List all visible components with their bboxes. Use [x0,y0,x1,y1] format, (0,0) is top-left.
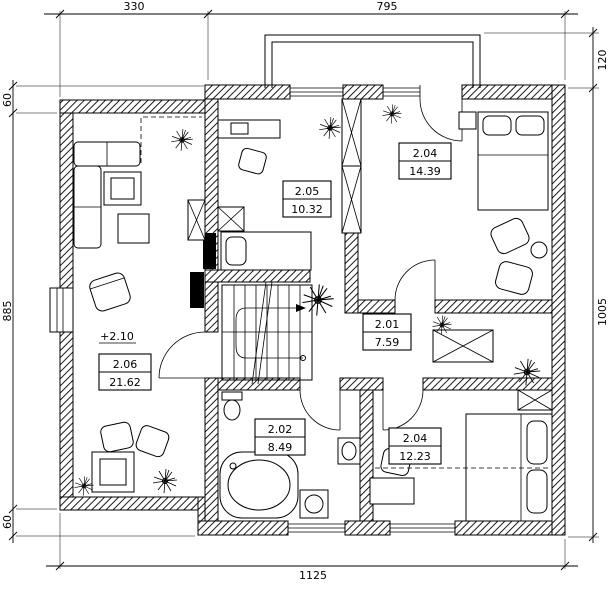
dim-left-main: 885 [1,301,14,322]
room-number: 2.06 [113,358,138,371]
dimension-left: 60 885 60 [1,80,18,543]
room-area: 8.49 [268,441,293,454]
room-area: 21.62 [109,376,141,389]
chair-living-2 [135,425,170,458]
room-number: 2.04 [403,432,428,445]
desk-lower [369,477,415,505]
sink [337,437,361,465]
armchair [89,272,131,312]
extension-lines [16,11,599,569]
room-label-office: 2.05 10.32 [282,180,332,218]
level-mark: +2.10 [99,330,136,344]
window-left [49,287,74,333]
chair-bedroom-1 [490,217,530,255]
dim-right-main: 1005 [596,298,609,326]
bathtub [219,451,299,519]
plant-icon [381,104,403,124]
room-label-bedroom-lower: 2.04 12.23 [388,427,442,465]
staircase [221,281,313,385]
windows [49,85,456,535]
door-bedroom-upper [394,259,436,301]
tv-table [103,171,142,206]
tv-cabinet [91,451,135,493]
wardrobe-office [341,98,362,234]
chimney-shaft [190,272,204,308]
cabinet-living-wall [187,199,206,241]
chair-living-1 [100,421,134,453]
daybed [220,231,312,271]
ceiling-height-lines [140,116,550,469]
desk-chair [238,147,267,175]
nightstand [458,111,477,130]
bed-upper [477,111,549,211]
plant-icon [301,283,335,317]
room-label-hall: 2.01 7.59 [362,313,412,351]
room-number: 2.01 [375,318,400,331]
room-number: 2.05 [295,185,320,198]
stair-arrow-icon [296,304,306,312]
plant-icon [152,468,178,494]
room-label-living: 2.06 21.62 [98,353,152,391]
window-bottom-1 [287,521,346,535]
window-top-2 [382,85,421,99]
room-area: 14.39 [409,165,441,178]
door-living-room [158,331,206,379]
dim-top-left: 330 [124,0,145,13]
desk [217,119,281,139]
dimension-top: 330 795 [44,0,578,19]
exterior-walls [59,84,566,536]
plant-icon [318,116,342,140]
washing-machine [299,489,329,519]
window-bottom-2 [389,521,456,535]
plant-icon [170,128,194,152]
door-bedroom-lower [382,389,424,431]
plant-icon [74,475,94,497]
dimension-right: 120 1005 [588,27,609,543]
dimension-bottom: 1125 [46,561,578,582]
dim-bottom-total: 1125 [299,569,327,582]
chair-bedroom-2 [495,261,533,295]
room-label-bedroom-upper: 2.04 14.39 [398,142,452,180]
side-table [530,241,548,259]
room-number: 2.02 [268,423,293,436]
room-number: 2.04 [413,147,438,160]
side-cabinet [217,206,245,232]
window-top-1 [289,85,344,99]
dim-top-right: 795 [377,0,398,13]
room-area: 7.59 [375,336,400,349]
wardrobe-bedroom-lower [517,389,553,411]
room-label-bathroom: 2.02 8.49 [254,418,306,456]
door-bathroom [299,389,341,431]
coffee-table [117,213,150,244]
room-area: 12.23 [399,450,431,463]
toilet [221,391,243,421]
dim-left-bottom: 60 [1,515,14,529]
door-balcony [419,98,463,142]
dim-right-balcony: 120 [596,50,609,71]
sofa [73,141,141,249]
room-area: 10.32 [291,203,323,216]
doors [158,98,463,431]
balcony [264,34,481,88]
stair-walk-line [235,307,303,359]
wardrobe-hall [432,329,494,363]
dim-left-top: 60 [1,93,14,107]
bed-lower [465,413,553,522]
duct-shaft [203,233,216,269]
level-mark-text: +2.10 [100,330,134,343]
